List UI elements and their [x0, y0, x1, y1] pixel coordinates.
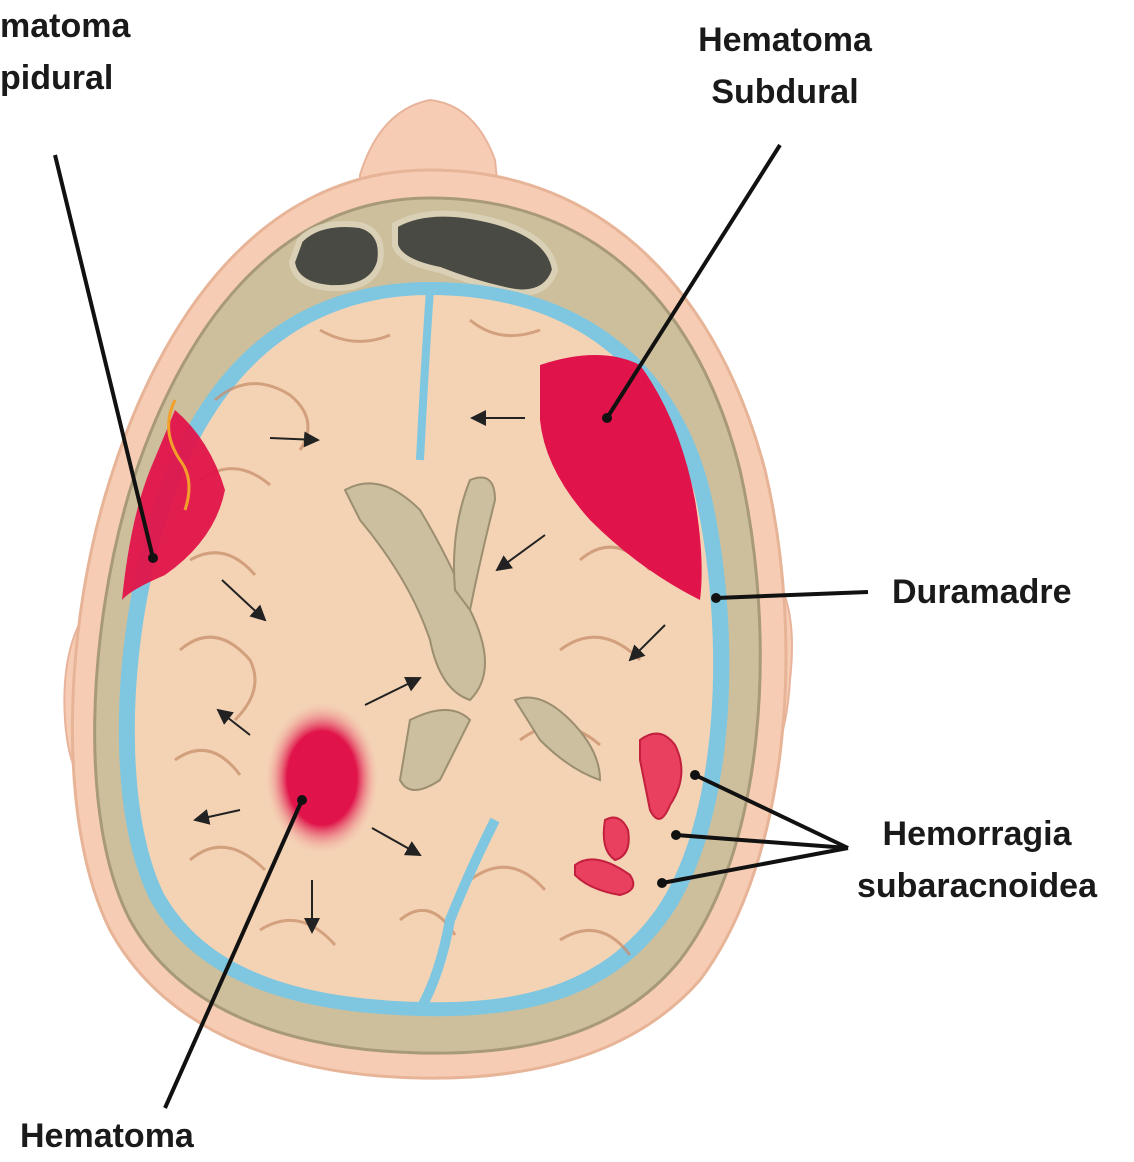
epidural-label-line2: pidural [0, 59, 114, 97]
intracerebral-hematoma [264, 700, 380, 856]
intracerebral-leader [163, 799, 304, 1109]
subdural-label-line1: Hematoma [698, 21, 872, 59]
duramadre-label: Duramadre [892, 566, 1072, 618]
subarachnoid-label: Hemorragia subaracnoidea [832, 808, 1122, 912]
epidural-label-line1: matoma [0, 7, 131, 45]
falx-posterior [415, 817, 500, 1013]
mass-effect-arrows [193, 410, 666, 934]
duramadre-leader [715, 590, 869, 600]
epidural-label: matoma pidural [0, 0, 130, 104]
subarachnoid-leader-1 [694, 773, 849, 850]
subarachnoid-leader-2 [675, 833, 849, 850]
subdural-leader [605, 143, 782, 420]
falx-anterior [416, 289, 434, 461]
frontal-sinuses [288, 210, 559, 296]
subarachnoid-leader-3 [661, 846, 849, 885]
subarachnoid-label-line1: Hemorragia [882, 815, 1072, 853]
subarachnoid-hemorrhage [574, 732, 683, 897]
epidural-leader [53, 154, 155, 559]
epidural-hematoma [122, 410, 225, 600]
subdural-label: Hematoma Subdural [680, 14, 890, 118]
subarachnoid-label-line2: subaracnoidea [857, 867, 1097, 905]
duramadre-label-text: Duramadre [892, 573, 1072, 611]
meningeal-artery [167, 399, 191, 511]
leader-dots [148, 413, 721, 888]
subdural-hematoma [540, 355, 702, 600]
lateral-ventricles [343, 476, 602, 791]
subdural-label-line2: Subdural [711, 73, 859, 111]
intracerebral-label: Hematoma [20, 1110, 194, 1162]
leader-lines [53, 143, 869, 1109]
intracerebral-label-line1: Hematoma [20, 1117, 194, 1155]
brain-hemorrhage-diagram [53, 98, 869, 1109]
